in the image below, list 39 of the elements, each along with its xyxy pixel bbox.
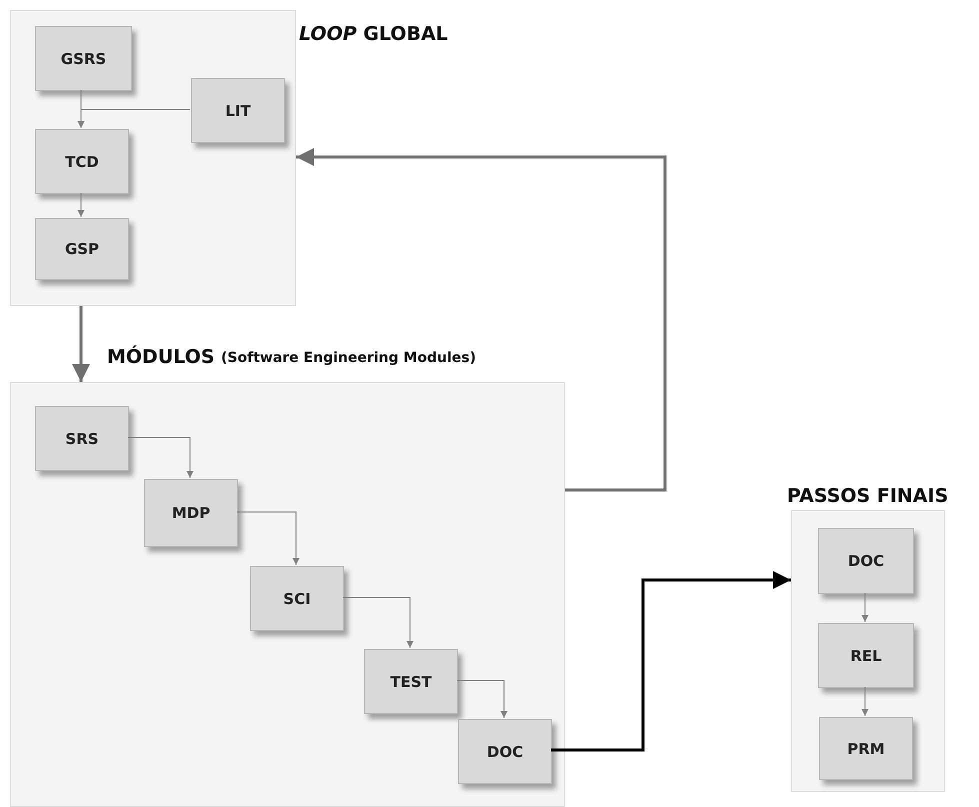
group-title: MÓDULOS xyxy=(107,346,215,368)
arrow xyxy=(862,592,868,622)
process-box xyxy=(364,649,458,714)
process-box xyxy=(35,218,129,280)
box-label: DOC xyxy=(486,742,524,760)
process-box xyxy=(144,479,238,547)
arrow xyxy=(78,109,190,128)
group-title: LOOP GLOBAL xyxy=(299,23,448,45)
process-box xyxy=(818,623,914,688)
box-label: TEST xyxy=(390,672,432,690)
arrow xyxy=(236,512,300,566)
process-box xyxy=(458,719,552,784)
arrow xyxy=(551,571,791,752)
box-label: PRM xyxy=(847,740,885,758)
arrow xyxy=(456,680,508,718)
process-box xyxy=(35,26,132,91)
process-box xyxy=(818,528,914,594)
arrow xyxy=(78,192,84,218)
process-box xyxy=(819,717,913,780)
arrow xyxy=(296,148,666,492)
box-label: SCI xyxy=(283,590,311,608)
box-label: REL xyxy=(850,646,882,664)
group-title: PASSOS FINAIS xyxy=(787,485,948,507)
process-box xyxy=(35,406,129,471)
box-label: DOC xyxy=(848,552,884,570)
arrow xyxy=(342,597,414,648)
box-label: GSRS xyxy=(60,50,106,68)
process-box xyxy=(191,78,285,143)
arrow xyxy=(72,306,90,382)
box-label: TCD xyxy=(65,152,99,170)
box-label: LIT xyxy=(225,102,251,120)
process-box xyxy=(250,566,344,631)
box-label: GSP xyxy=(64,240,100,258)
arrow xyxy=(128,437,194,478)
box-label: MDP xyxy=(172,504,210,522)
group-title: (Software Engineering Modules) xyxy=(221,350,476,366)
process-box xyxy=(35,129,129,194)
arrow xyxy=(862,686,868,716)
box-label: SRS xyxy=(65,430,99,448)
